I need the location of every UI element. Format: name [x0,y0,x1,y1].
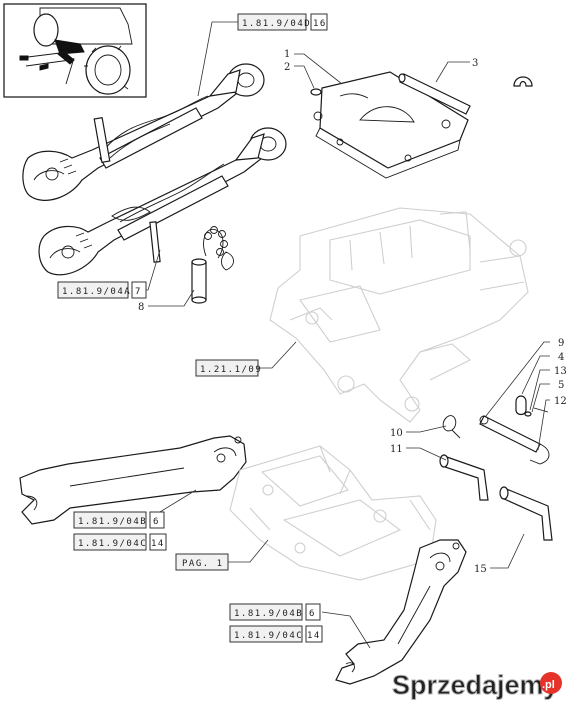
watermark-badge [540,672,562,694]
ref-code: 1.81.9/04B [78,517,147,527]
callout-4[interactable]: 4 [558,352,564,363]
callout-2[interactable]: 2 [284,62,290,73]
ref-arm-right-c[interactable]: 1.81.9/04C 14 [229,625,323,643]
callout-8[interactable]: 8 [138,302,144,313]
watermark-suffix: .pl [542,679,555,691]
ref-top-link-upper[interactable]: 1.81.9/04D 16 [237,13,328,31]
lift-arm-left [19,435,247,525]
ref-code: 1.81.9/04B [234,609,303,619]
ref-arm-right-b[interactable]: 1.81.9/04B 6 [229,603,321,621]
lock-pin-assembly [479,395,550,465]
callout-1[interactable]: 1 [284,49,290,60]
callouts: 1 2 3 8 9 4 13 5 12 10 11 15 [138,49,567,575]
watermark: Sprzedajemy .pl [392,670,562,701]
callout-3[interactable]: 3 [472,58,478,69]
callout-12[interactable]: 12 [554,396,567,407]
ref-top-link-lower[interactable]: 1.81.9/04A 7 [57,281,147,299]
ref-page[interactable]: PAG. 1 [175,553,229,571]
callout-5[interactable]: 5 [558,380,564,391]
ref-arm-left-c[interactable]: 1.81.9/04C 14 [73,533,167,551]
ref-qty: 7 [135,287,142,297]
ref-qty: 14 [151,539,165,549]
callout-15[interactable]: 15 [474,564,487,575]
drawbar-frame [229,445,437,581]
ref-code: 1.81.9/04C [78,539,147,549]
ref-code: PAG. 1 [182,559,224,569]
long-pin [398,73,533,115]
lift-arm-right [335,539,467,685]
callout-13[interactable]: 13 [554,366,567,377]
mounting-plate [310,71,469,179]
watermark-text: Sprzedajemy [392,670,559,700]
tractor-inset [3,3,147,98]
ref-qty: 6 [153,517,160,527]
ref-arm-left-b[interactable]: 1.81.9/04B 6 [73,511,165,529]
ref-code: 1.81.9/04C [234,631,303,641]
top-link-lower [38,127,287,276]
ref-code: 1.81.9/04A [62,287,131,297]
leader-lines [136,21,550,649]
ref-qty: 16 [313,19,327,29]
pin-and-clip-left [439,415,489,501]
ref-frame[interactable]: 1.21.1/09 [195,359,262,377]
top-link-upper [22,63,265,201]
callout-9[interactable]: 9 [558,338,564,349]
ref-qty: 14 [307,631,321,641]
pin-with-chain [191,226,234,304]
ref-code: 1.21.1/09 [200,365,262,375]
rear-frame [269,207,529,423]
pin-right [499,486,553,541]
ref-qty: 6 [309,609,316,619]
callout-11[interactable]: 11 [390,444,403,455]
callout-10[interactable]: 10 [390,428,403,439]
ref-code: 1.81.9/04D [242,19,311,29]
tractor-rear-icon [19,7,133,95]
